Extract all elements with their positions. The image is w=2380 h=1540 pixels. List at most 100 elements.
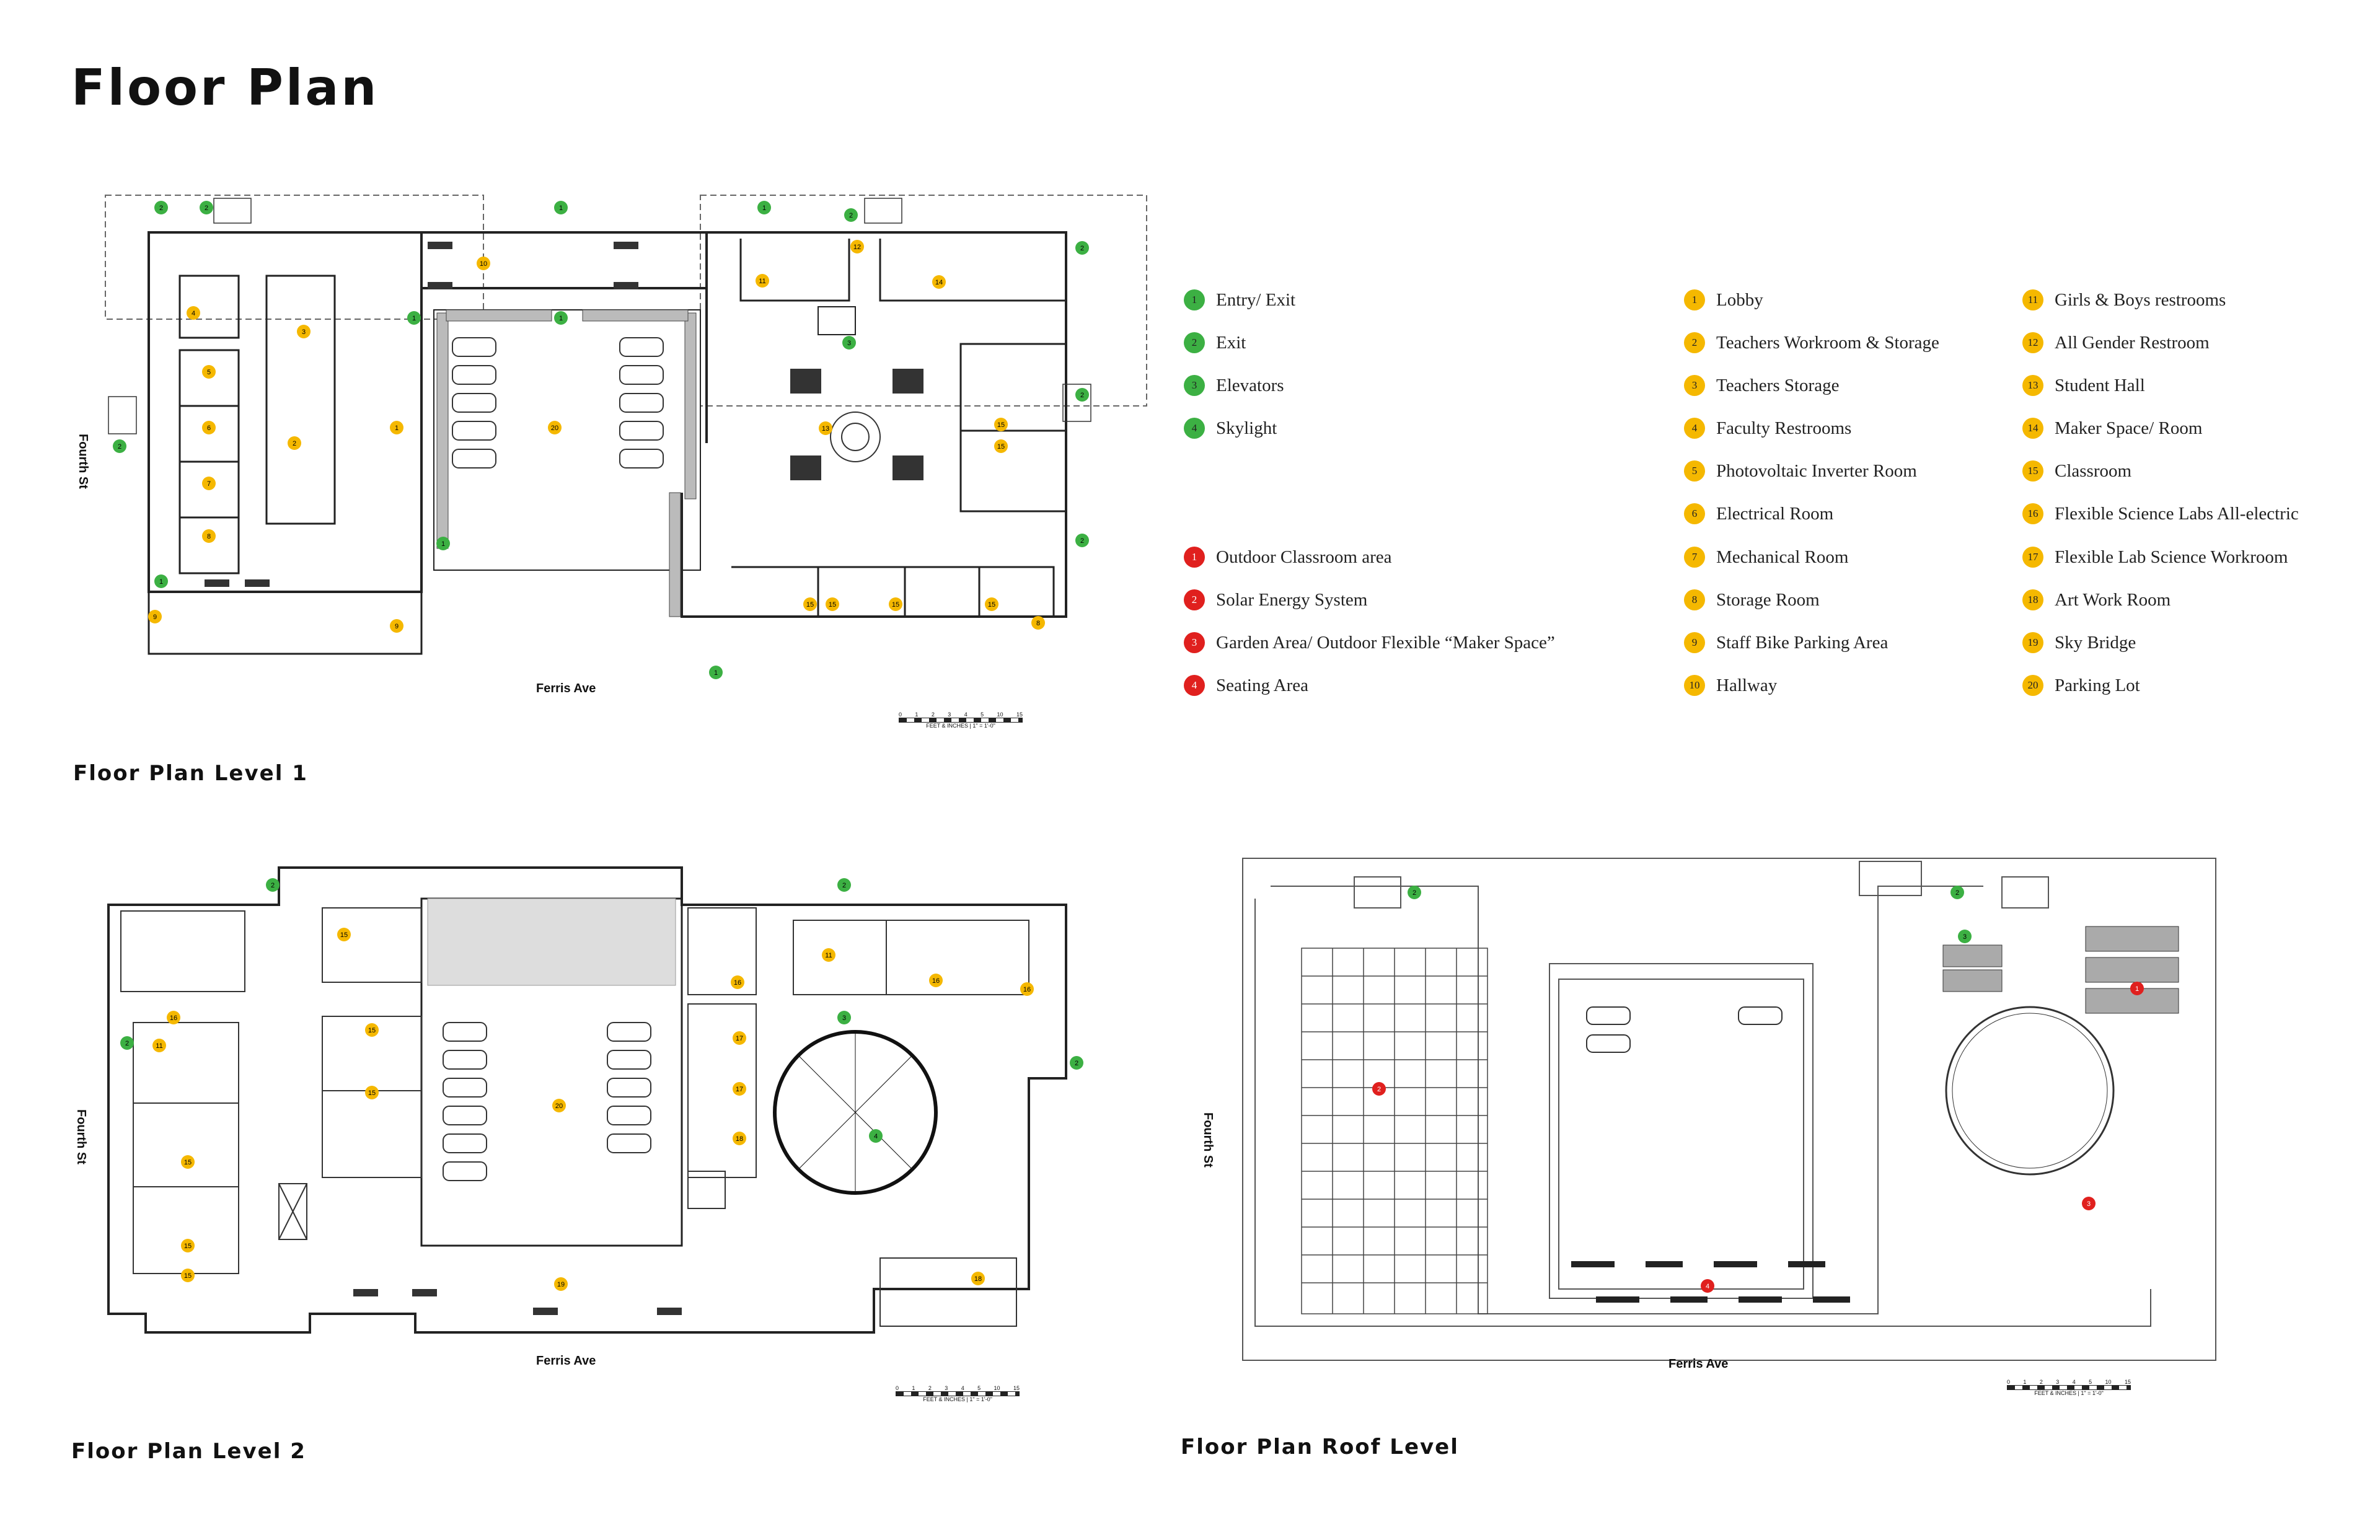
plan-marker-green: 2 [154,201,168,214]
plan-marker-green: 1 [436,537,450,550]
plan-marker-yellow: 15 [889,597,902,611]
svg-text:2: 2 [1955,889,1959,897]
svg-text:9: 9 [153,614,157,621]
plan-marker-green: 1 [154,574,168,588]
svg-text:2: 2 [293,440,296,447]
plan-marker-yellow: 19 [554,1277,568,1291]
plan-marker-green: 2 [1408,886,1421,899]
plan-marker-red: 1 [2130,982,2144,995]
ferris-ave-label-level-1: Ferris Ave [536,682,596,695]
svg-text:1: 1 [159,578,163,586]
page-title: Floor Plan [71,59,379,117]
svg-text:2: 2 [1413,889,1416,897]
plan-marker-yellow: 20 [548,421,562,434]
plan-label-roof: Floor Plan Roof Level [1181,1435,1459,1459]
plan-marker-yellow: 20 [552,1099,566,1112]
svg-text:16: 16 [932,977,940,985]
plan-marker-yellow: 14 [932,275,946,289]
svg-text:2: 2 [1075,1060,1078,1067]
plan-marker-green: 2 [1075,388,1089,402]
plan-marker-yellow: 16 [731,975,744,989]
svg-text:1: 1 [395,425,399,432]
svg-text:15: 15 [892,601,899,609]
plan-label-level-2: Floor Plan Level 2 [71,1439,306,1464]
svg-text:10: 10 [480,260,487,268]
fourth-st-label-level-2: Fourth St [74,1109,88,1164]
plan-marker-yellow: 9 [390,619,403,633]
svg-text:15: 15 [997,421,1005,429]
plan-marker-yellow: 16 [929,974,943,987]
svg-text:3: 3 [847,340,851,347]
plan-marker-green: 2 [113,439,126,453]
svg-text:3: 3 [842,1014,846,1022]
plan-marker-green: 1 [757,201,771,214]
svg-text:11: 11 [759,278,765,285]
plan-marker-yellow: 11 [822,948,835,962]
svg-text:11: 11 [825,952,832,959]
plan-marker-yellow: 15 [985,597,998,611]
svg-text:5: 5 [207,369,211,376]
level-2-markers: 16 15 15 15 11 15 15 15 20 16 11 17 17 1… [120,878,1083,1291]
plan-marker-yellow: 2 [288,436,301,450]
plan-marker-green: 2 [1075,241,1089,255]
plan-marker-green: 2 [266,878,280,892]
plan-marker-yellow: 13 [819,421,832,435]
ferris-ave-label-roof: Ferris Ave [1668,1357,1729,1371]
plan-marker-green: 2 [1950,886,1964,899]
svg-text:9: 9 [395,623,399,630]
svg-text:13: 13 [822,425,829,433]
svg-text:1: 1 [441,540,445,548]
roof-skylight [1945,1006,2115,1176]
plan-marker-green: 2 [1070,1056,1083,1070]
plan-marker-red: 2 [1372,1082,1386,1096]
plan-marker-yellow: 11 [756,274,769,288]
plan-marker-yellow: 15 [365,1086,379,1099]
plan-marker-green: 2 [120,1036,134,1050]
plan-marker-yellow: 16 [1020,982,1034,996]
floor-plan-level-2-drawing: 16 15 15 15 11 15 15 15 20 16 11 17 17 1… [107,866,1083,1334]
svg-text:2: 2 [1080,537,1084,545]
plan-marker-green: 3 [837,1011,851,1024]
plan-marker-yellow: 1 [390,421,403,434]
plan-marker-yellow: 15 [994,439,1008,453]
plan-marker-green: 2 [844,208,858,222]
plan-marker-red: 3 [2082,1197,2096,1210]
ferris-ave-label-level-2: Ferris Ave [536,1354,596,1368]
svg-text:2: 2 [271,882,275,889]
plan-marker-yellow: 15 [181,1155,195,1169]
plan-marker-yellow: 17 [733,1031,746,1045]
solar-panel-array-right [1942,926,2179,1014]
plan-marker-green: 2 [200,201,213,214]
svg-text:4: 4 [1706,1283,1709,1290]
plan-marker-red: 4 [1701,1279,1714,1293]
svg-text:12: 12 [853,244,861,251]
plan-marker-yellow: 15 [803,597,817,611]
svg-text:2: 2 [1377,1086,1381,1093]
svg-text:15: 15 [184,1243,192,1250]
plan-marker-yellow: 15 [365,1023,379,1037]
solar-panel-array-left [1301,948,1488,1314]
level-1-markers: 1 2 3 4 5 6 7 8 9 9 10 11 12 13 14 15 15… [113,201,1089,679]
svg-text:2: 2 [125,1040,129,1047]
plan-marker-yellow: 18 [733,1132,746,1145]
plan-marker-yellow: 9 [148,610,162,623]
plan-marker-yellow: 10 [477,257,490,270]
svg-text:15: 15 [340,931,348,939]
